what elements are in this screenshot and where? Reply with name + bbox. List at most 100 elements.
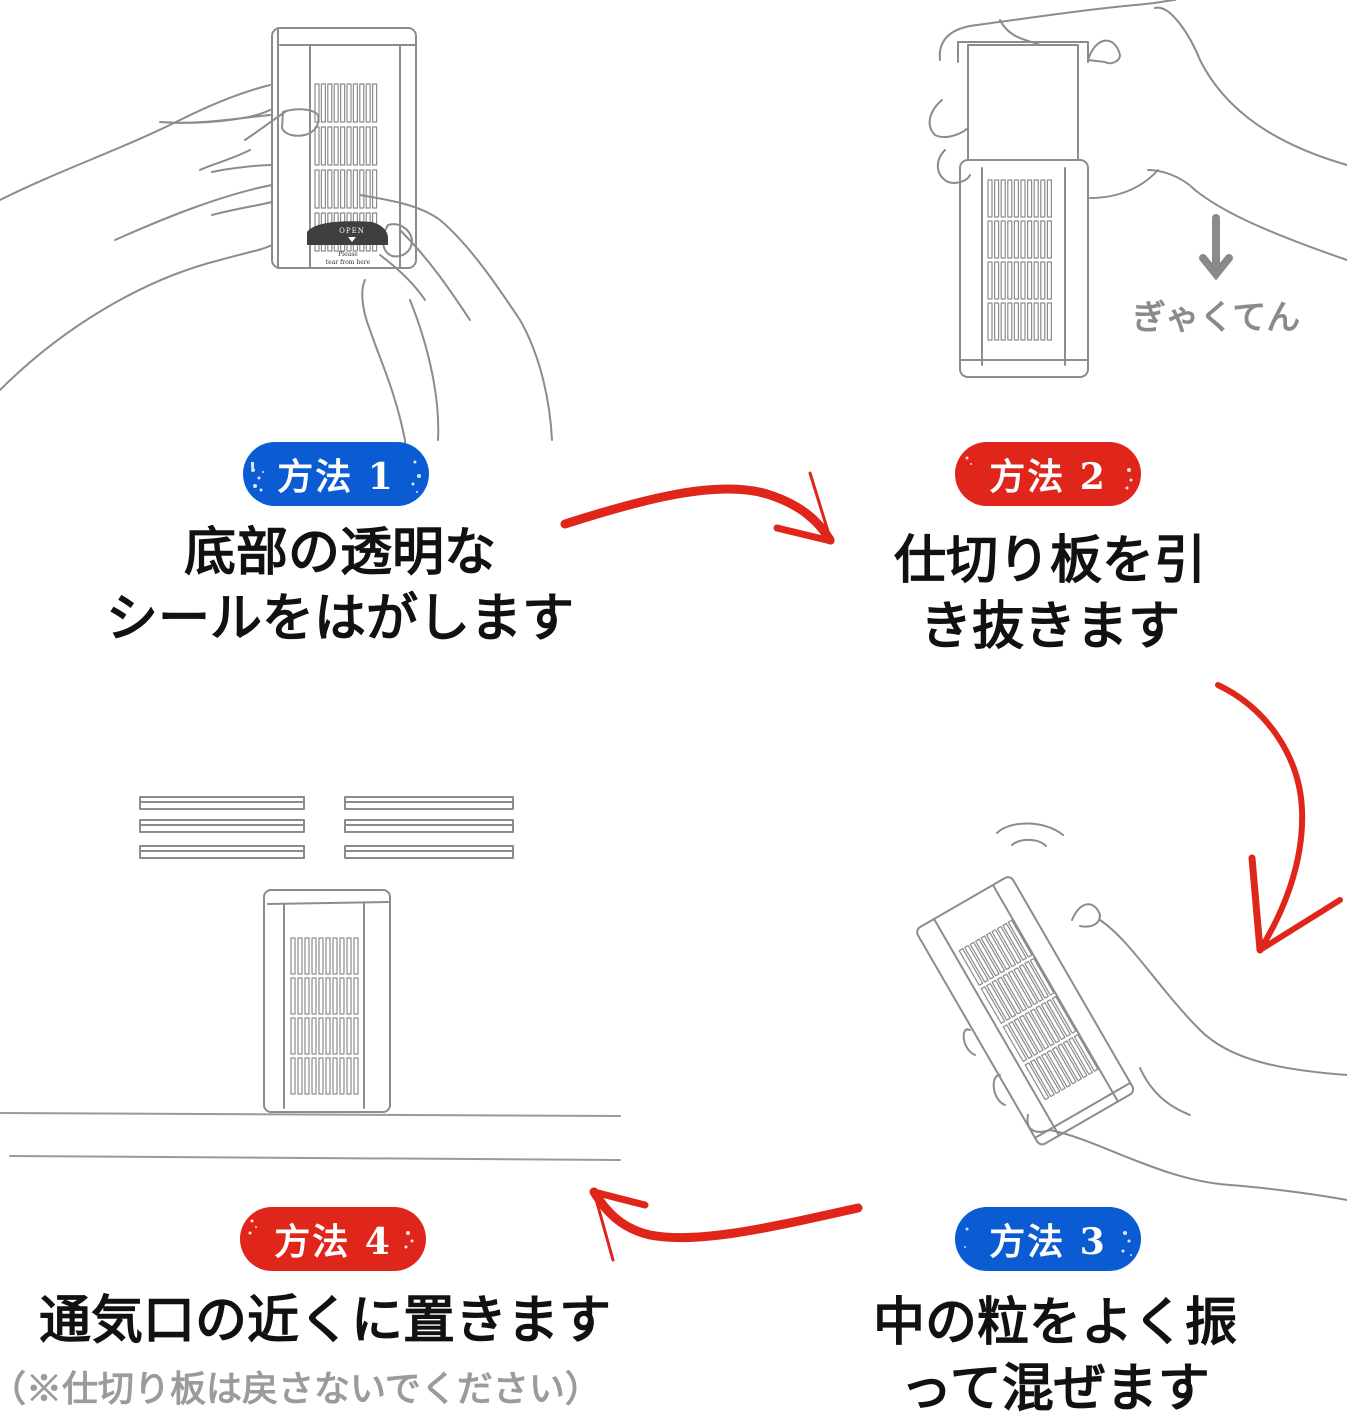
vent-slot bbox=[993, 261, 1000, 300]
vent-slot bbox=[985, 932, 1011, 971]
vent-slot bbox=[987, 220, 993, 259]
vent-slot bbox=[980, 935, 1006, 974]
vent-slot bbox=[1046, 302, 1052, 341]
seal-open-label: OPEN bbox=[339, 227, 365, 235]
step1-illustration: OPEN Please tear from here bbox=[0, 27, 553, 446]
vent-slot bbox=[346, 126, 352, 166]
vent-slot bbox=[1007, 179, 1013, 218]
vent-slot bbox=[1040, 302, 1046, 341]
step3-title-line2: って混ぜます bbox=[900, 1358, 1210, 1419]
vent-slot bbox=[996, 925, 1022, 964]
vent-slot bbox=[958, 948, 984, 986]
vent-slot bbox=[304, 1017, 310, 1055]
vent-slot bbox=[1007, 919, 1033, 958]
step4-badge-label: 方法 4 bbox=[274, 1221, 392, 1263]
vent-slot bbox=[969, 941, 995, 980]
step2-illustration bbox=[928, 0, 1347, 378]
vent-slot bbox=[1007, 302, 1013, 341]
vent-slot bbox=[1041, 1052, 1066, 1091]
step2-title-line1: 仕切り板を引 bbox=[893, 530, 1206, 591]
vent-slot bbox=[1007, 220, 1013, 259]
vent-slot bbox=[1030, 1059, 1055, 1098]
vent-slot bbox=[332, 977, 338, 1015]
vent-slot bbox=[1033, 179, 1039, 218]
vent-slot bbox=[1035, 1005, 1061, 1044]
vent-slot bbox=[1026, 302, 1033, 341]
vent-slot bbox=[297, 1057, 303, 1095]
air-vent-icon bbox=[139, 796, 514, 859]
vent-slot bbox=[359, 126, 365, 166]
vent-slot bbox=[1020, 220, 1026, 259]
vent-slot bbox=[325, 977, 331, 1015]
vent-slot bbox=[359, 169, 365, 209]
vent-slot bbox=[332, 1017, 338, 1055]
vent-slot bbox=[333, 169, 339, 209]
vent-slot bbox=[1024, 960, 1049, 999]
vent-slot bbox=[1013, 179, 1020, 218]
flip-caption: ぎゃくてん bbox=[1132, 298, 1301, 338]
step1-title-line1: 底部の透明な bbox=[183, 522, 496, 583]
vent-slot bbox=[1046, 1049, 1072, 1088]
vent-slot bbox=[1024, 1011, 1050, 1050]
vent-slot bbox=[1024, 1062, 1050, 1101]
vent-slot bbox=[987, 302, 993, 341]
vent-slot bbox=[987, 261, 993, 300]
vent-slot bbox=[290, 937, 296, 975]
vent-slot bbox=[1046, 999, 1071, 1037]
vent-slot bbox=[986, 982, 1011, 1021]
vent-slot bbox=[1073, 1034, 1099, 1072]
vent-slot bbox=[1046, 179, 1052, 218]
vent-slot bbox=[290, 977, 296, 1015]
vent-slot bbox=[1029, 1008, 1055, 1047]
vent-slot bbox=[1013, 967, 1039, 1006]
step1-badge: 方法 1 bbox=[243, 442, 429, 506]
vent-slot bbox=[311, 1017, 317, 1055]
vent-slot bbox=[320, 83, 326, 123]
vent-slot bbox=[1000, 179, 1006, 218]
vent-slot bbox=[353, 977, 359, 1015]
step4-illustration bbox=[0, 796, 621, 1161]
vent-slot bbox=[327, 169, 333, 209]
vent-slot bbox=[340, 126, 346, 166]
vent-slot bbox=[346, 1057, 352, 1095]
vent-slot bbox=[332, 937, 338, 975]
step1-badge-label: 方法 1 bbox=[277, 456, 395, 498]
vent-slot bbox=[1033, 261, 1039, 300]
vent-slot bbox=[327, 83, 333, 123]
vent-slot bbox=[365, 126, 371, 166]
seal-tear-label: tear from here bbox=[326, 259, 371, 266]
vent-slot bbox=[311, 937, 317, 975]
vent-slot bbox=[1000, 261, 1006, 300]
vent-slot bbox=[1033, 302, 1039, 341]
air-purifier-device bbox=[916, 876, 1135, 1146]
vent-slot bbox=[332, 1057, 338, 1095]
vent-slot bbox=[1002, 1024, 1028, 1063]
vent-slot bbox=[340, 169, 346, 209]
vent-slot bbox=[1002, 922, 1027, 961]
vent-slot bbox=[352, 83, 358, 123]
vent-slot bbox=[1000, 302, 1006, 341]
vent-slot bbox=[346, 937, 352, 975]
right-hand bbox=[359, 194, 553, 446]
vent-slot bbox=[1020, 302, 1026, 341]
vent-slot bbox=[339, 1057, 345, 1095]
step2-badge-label: 方法 2 bbox=[989, 456, 1107, 498]
vent-slot bbox=[993, 220, 1000, 259]
vent-slot bbox=[314, 83, 320, 123]
step4-title-line1: 通気口の近くに置きます bbox=[38, 1290, 611, 1351]
seal-please-label: Please bbox=[338, 251, 358, 258]
vent-slot bbox=[325, 1017, 331, 1055]
vent-slot bbox=[365, 83, 371, 123]
vent-slot bbox=[311, 977, 317, 1015]
vent-slot bbox=[1062, 1040, 1088, 1079]
vent-slot bbox=[353, 1057, 359, 1095]
vent-slot bbox=[290, 1057, 296, 1095]
vent-slot bbox=[346, 977, 352, 1015]
vent-slot bbox=[352, 126, 358, 166]
vent-slot bbox=[1020, 261, 1026, 300]
vent-slot bbox=[1046, 261, 1052, 300]
air-purifier-device bbox=[959, 159, 1089, 378]
vent-slot bbox=[1013, 261, 1020, 300]
